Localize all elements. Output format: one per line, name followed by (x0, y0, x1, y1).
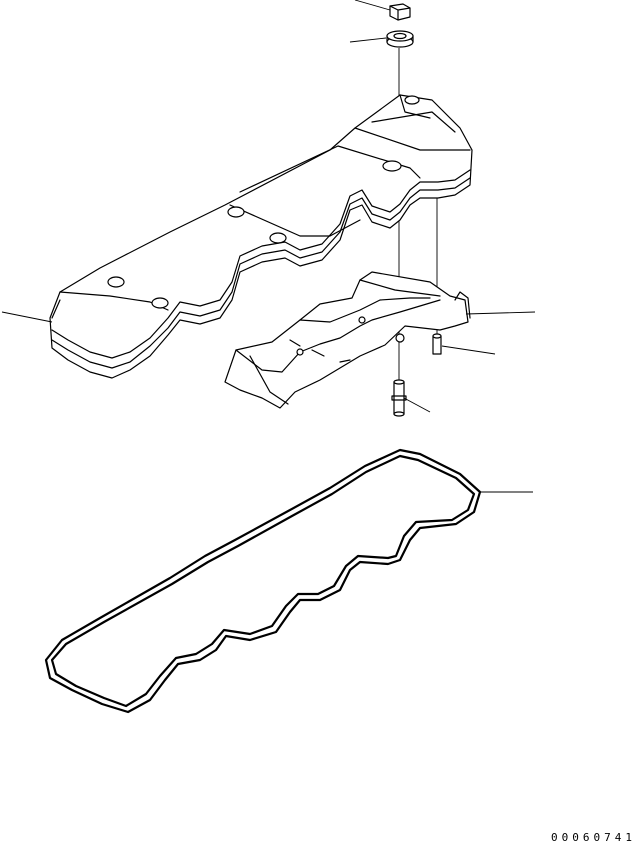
baffle-plate-part (224, 271, 471, 409)
stud-bolt-part (391, 379, 407, 417)
gasket-part (44, 448, 482, 714)
grommet-part (386, 30, 414, 48)
callout-leaders (1, 0, 536, 493)
drawing-id-number: 00060741 (551, 831, 636, 844)
valve-cover-part (49, 94, 473, 379)
nut-part (389, 3, 411, 21)
pin-part (432, 333, 442, 355)
